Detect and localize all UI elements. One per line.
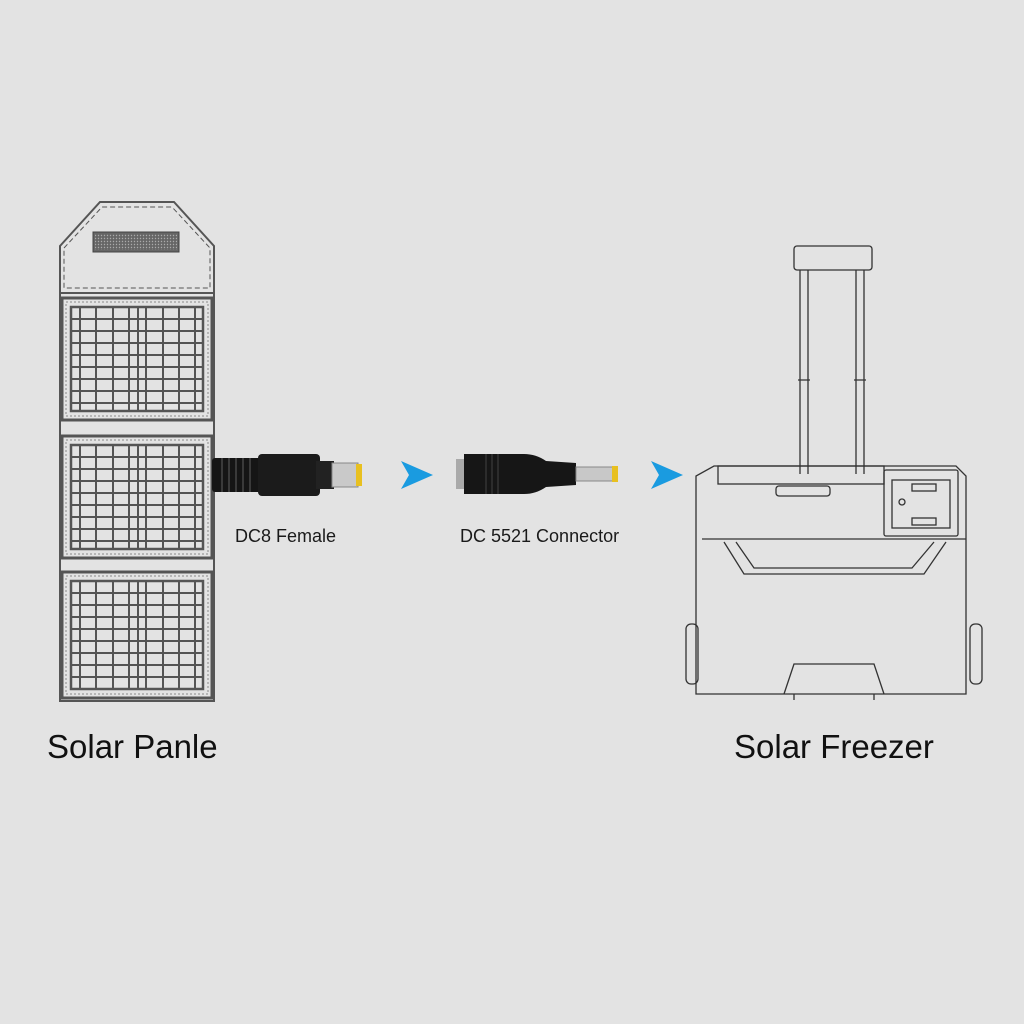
solar-freezer-illustration [684,244,984,704]
dc5521-connector-label: DC 5521 Connector [460,526,620,546]
dc5521-connector-illustration [456,451,622,497]
solar-panel-illustration [58,198,216,703]
solar-panel-label: Solar Panle [47,728,218,765]
arrow-right-icon [401,461,433,489]
solar-freezer-label: Solar Freezer [734,728,934,765]
arrow-right-icon [651,461,683,489]
dc8-female-label: DC8 Female [235,526,337,546]
dc8-connector-illustration [212,452,367,498]
